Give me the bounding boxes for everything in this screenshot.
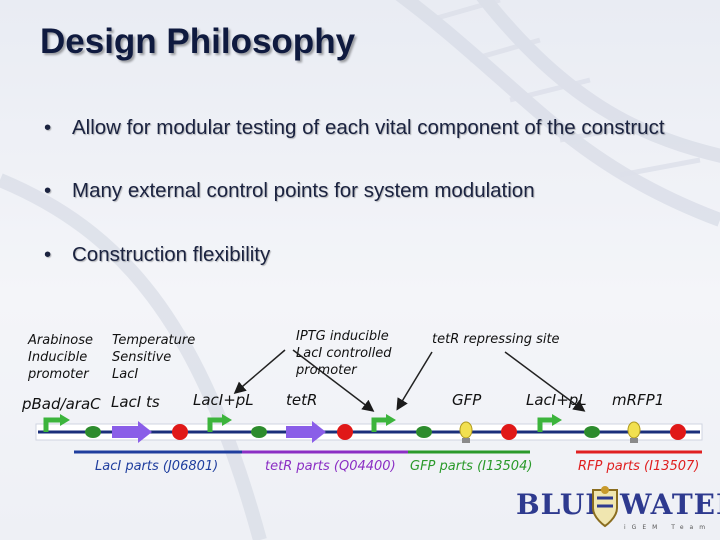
pointer-line [292, 349, 375, 412]
part-label-pbad: pBad/araC [22, 395, 101, 413]
bluewater-logo: BLUE WATER iGEM Team [512, 484, 720, 534]
gene-arrow-icon [286, 421, 326, 443]
slide-title: Design Philosophy [40, 22, 356, 61]
pointer-line [504, 351, 586, 412]
terminator-icon [670, 424, 686, 440]
part-label-mrfp1: mRFP1 [612, 391, 665, 409]
bullet-text: Many external control points for system … [72, 179, 535, 202]
bullet-text: Construction flexibility [72, 243, 271, 266]
terminator-icon [501, 424, 517, 440]
pointer-line [396, 351, 433, 411]
construct-svg [35, 349, 703, 454]
part-label-laci-ts: LacI ts [111, 393, 160, 411]
rbs-icon [584, 426, 600, 438]
logo-word-water: WATER [620, 488, 720, 521]
crest-icon [592, 486, 618, 528]
promoter-icon [207, 414, 232, 432]
annotation-arabinose-promoter: Arabinose Inducible promoter [28, 333, 94, 382]
gfp-bulb-icon [459, 421, 473, 443]
terminator-icon [172, 424, 188, 440]
promoter-icon [43, 414, 70, 432]
rbs-icon [85, 426, 101, 438]
pointer-line [233, 349, 286, 394]
bullet-dot-icon: • [44, 179, 52, 202]
bullet-item: • Many external control points for syste… [44, 178, 684, 204]
annotation-temperature-laci: Temperature Sensitive LacI [112, 333, 196, 382]
annotation-tetr-site: tetR repressing site [432, 332, 560, 347]
annotation-iptg-promoter: IPTG inducible LacI controlled promoter [296, 329, 392, 378]
promoter-icon [371, 414, 396, 432]
bullet-item: • Allow for modular testing of each vita… [44, 115, 684, 141]
group-label-tetr: tetR parts (Q04400) [265, 459, 396, 474]
logo-subtitle: iGEM Team [624, 524, 712, 531]
terminator-icon [337, 424, 353, 440]
group-label-laci: LacI parts (J06801) [95, 459, 219, 474]
group-label-gfp: GFP parts (I13504) [410, 459, 533, 474]
gene-arrow-icon [112, 421, 152, 443]
bullet-dot-icon: • [44, 243, 52, 266]
promoter-icon [537, 414, 562, 432]
part-label-tetr: tetR [286, 391, 318, 409]
rbs-icon [251, 426, 267, 438]
rfp-bulb-icon [627, 421, 641, 443]
logo-word-blue: BLUE [516, 488, 608, 521]
part-label-laci-pl-2: LacI+pL [526, 391, 587, 409]
bullet-dot-icon: • [44, 116, 52, 139]
construct-diagram: Arabinose Inducible promoter Temperature… [0, 320, 720, 520]
part-label-laci-pl-1: LacI+pL [193, 391, 254, 409]
rbs-icon [416, 426, 432, 438]
bullet-text: Allow for modular testing of each vital … [72, 116, 665, 139]
part-label-gfp: GFP [452, 391, 482, 409]
group-label-rfp: RFP parts (I13507) [578, 459, 700, 474]
bullet-list: • Allow for modular testing of each vita… [44, 115, 684, 268]
bullet-item: • Construction flexibility [44, 242, 684, 268]
